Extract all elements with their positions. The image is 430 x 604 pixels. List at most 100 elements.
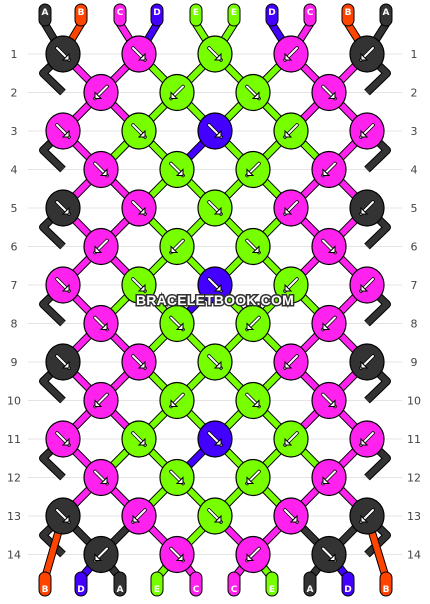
row-number-right: 4 [411, 164, 418, 177]
knot-arrowhead-icon [213, 52, 222, 61]
knot [159, 458, 195, 497]
knot [311, 227, 347, 266]
row-number-right: 11 [407, 433, 421, 446]
bottom-strand-letter: E [154, 585, 160, 595]
knot [45, 112, 81, 150]
top-strand-letter: D [268, 8, 275, 18]
knot [45, 189, 81, 227]
knot-arrowhead-icon [360, 129, 369, 138]
bottom-strand-tip [227, 571, 241, 597]
knot [45, 343, 81, 381]
bottom-strand-letter: A [117, 585, 124, 595]
bottom-strand-tip [189, 571, 203, 597]
knot-arrowhead-icon [251, 245, 260, 253]
knot-arrowhead-icon [246, 322, 255, 330]
knot [121, 343, 157, 381]
knot [83, 458, 119, 497]
top-strand-letter: E [193, 8, 199, 18]
knot-arrowhead-icon [61, 52, 70, 61]
knot [311, 458, 347, 497]
knot-arrowhead-icon [94, 399, 103, 407]
top-strand-tip [265, 3, 279, 27]
knot [197, 266, 233, 304]
knot [349, 112, 385, 150]
knot [311, 73, 347, 112]
top-strand-tip [189, 3, 203, 27]
top-strand-letter: E [231, 8, 237, 18]
top-strand-tip [379, 3, 393, 27]
knot [311, 535, 347, 574]
knot-arrowhead-icon [360, 52, 369, 61]
knot [159, 73, 195, 112]
bottom-strand-letter: C [231, 585, 238, 595]
row-number-right: 14 [407, 549, 421, 562]
knot [197, 343, 233, 381]
bottom-strand-tip [341, 571, 355, 597]
bottom-strand-letter: D [77, 585, 84, 595]
knot [311, 150, 347, 189]
knot-arrowhead-icon [170, 245, 179, 253]
knot [349, 266, 385, 304]
knot [273, 420, 309, 458]
knot [197, 420, 233, 458]
knot [273, 112, 309, 150]
knot [235, 304, 271, 343]
knot [121, 497, 157, 535]
knot-arrowhead-icon [61, 283, 70, 292]
row-number-right: 6 [411, 241, 418, 254]
knot [349, 420, 385, 458]
top-strand-tip [227, 3, 241, 27]
knot [45, 420, 81, 458]
bottom-strand-tip [303, 571, 317, 597]
knot-arrowhead-icon [360, 283, 369, 292]
knot [121, 112, 157, 150]
knot-arrowhead-icon [213, 514, 222, 523]
row-number-left: 2 [11, 87, 18, 100]
bottom-strand-letter: C [193, 585, 200, 595]
knot-arrowhead-icon [284, 360, 293, 369]
row-number-right: 10 [407, 395, 421, 408]
bottom-strand-tip [265, 571, 279, 597]
knot-arrowhead-icon [99, 322, 108, 330]
knot-arrowhead-icon [360, 206, 369, 215]
row-number-left: 7 [11, 279, 18, 292]
knot-arrowhead-icon [99, 476, 108, 484]
knot-arrowhead-icon [137, 283, 146, 292]
knot [235, 227, 271, 266]
knot [235, 150, 271, 189]
knot [273, 35, 309, 73]
bottom-strand-letter: D [344, 585, 351, 595]
knot [349, 189, 385, 227]
row-number-left: 11 [7, 433, 21, 446]
knot [121, 266, 157, 304]
bottom-strand-letter: B [383, 585, 390, 595]
row-number-left: 10 [7, 395, 21, 408]
knot-arrowhead-icon [284, 52, 293, 61]
knot-arrowhead-icon [137, 437, 146, 446]
knot-arrowhead-icon [284, 129, 293, 138]
knot [235, 458, 271, 497]
knot-arrowhead-icon [284, 437, 293, 446]
row-number-right: 3 [411, 125, 418, 138]
bottom-strand-tip [74, 571, 88, 597]
knot [83, 150, 119, 189]
row-number-left: 12 [7, 472, 21, 485]
knot [121, 189, 157, 227]
knot-arrowhead-icon [175, 322, 184, 330]
knot [311, 304, 347, 343]
knot-arrowhead-icon [61, 514, 70, 523]
bottom-strand-letter: B [42, 585, 49, 595]
knot [83, 381, 119, 420]
row-number-left: 13 [7, 510, 21, 523]
row-number-left: 8 [11, 318, 18, 331]
top-strand-letter: B [78, 8, 85, 18]
knot [311, 381, 347, 420]
knot-arrowhead-icon [137, 206, 146, 215]
row-number-right: 13 [407, 510, 421, 523]
knot [235, 73, 271, 112]
row-number-left: 4 [11, 164, 18, 177]
bottom-strand-tip [38, 571, 52, 597]
top-strand-letter: C [117, 8, 124, 18]
